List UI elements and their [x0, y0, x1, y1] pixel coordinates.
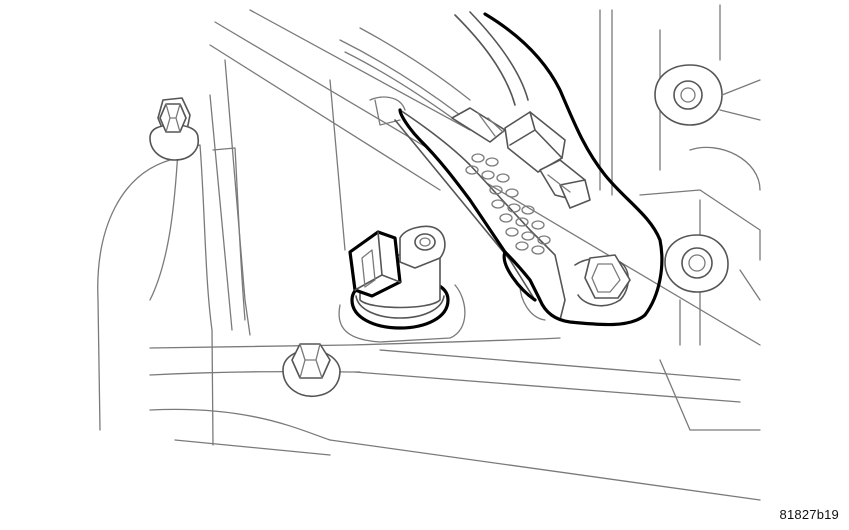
bracket-holes — [465, 153, 551, 255]
bolt-upper-left — [149, 97, 200, 161]
speed-sensor — [348, 225, 450, 330]
mounting-eye-lower-right — [664, 234, 729, 293]
bolt-lower — [282, 343, 341, 397]
figure-id-label: 81827b19 — [779, 507, 839, 522]
mounting-eye-upper-right — [654, 64, 761, 126]
harness-connector — [504, 111, 591, 209]
wiring-harness — [339, 11, 529, 143]
connector-bracket-highlighted — [394, 12, 664, 327]
